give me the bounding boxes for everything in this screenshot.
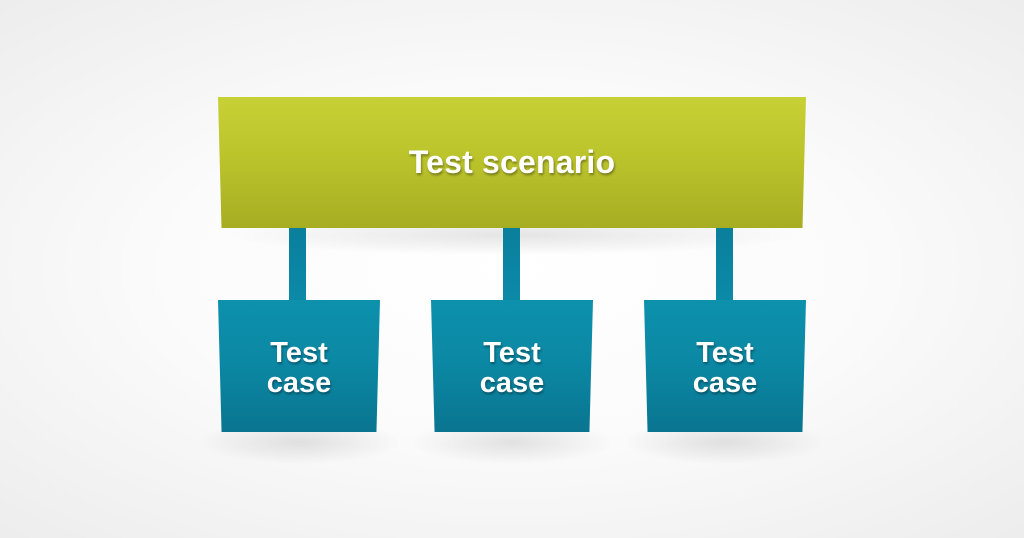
test-case-box-3: Test case [644, 300, 806, 432]
test-scenario-label: Test scenario [408, 144, 616, 180]
connector-2 [503, 228, 520, 302]
connector-3 [716, 228, 733, 302]
test-scenario-box: Test scenario [218, 97, 806, 228]
connector-1 [289, 228, 306, 302]
test-case-box-1: Test case [218, 300, 380, 432]
test-case-box-2: Test case [431, 300, 593, 432]
test-case-label-2: Test case [479, 337, 545, 399]
test-case-label-3: Test case [692, 337, 758, 399]
test-case-label-1: Test case [266, 337, 332, 399]
